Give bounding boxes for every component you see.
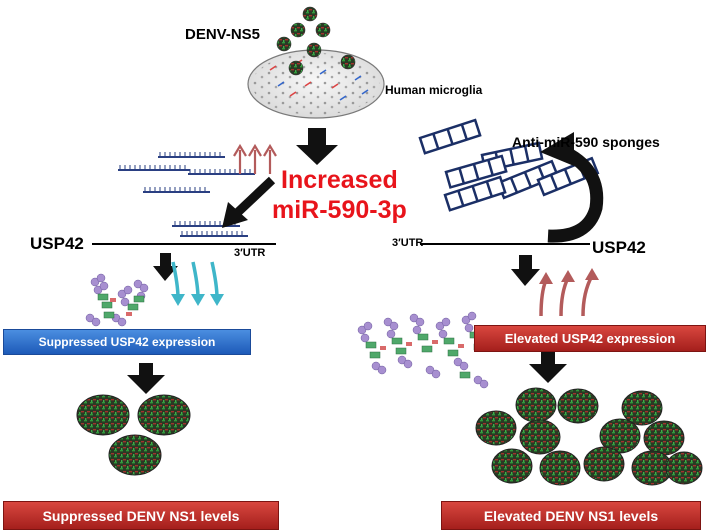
curved-sponge-arrow bbox=[540, 132, 604, 243]
down-arrow-left-gene bbox=[153, 253, 178, 281]
utr-label-right: 3′UTR bbox=[392, 237, 424, 249]
usp42-protein-left bbox=[85, 273, 149, 327]
denv-virus-particles bbox=[276, 6, 356, 76]
suppression-arrows bbox=[171, 261, 224, 306]
down-arrow-right-ns1 bbox=[529, 352, 567, 383]
increase-arrows bbox=[233, 143, 277, 174]
ns1-virions-right bbox=[475, 387, 703, 486]
elevated-expression-box: Elevated USP42 expression bbox=[474, 325, 706, 352]
gene-label-left: USP42 bbox=[30, 234, 84, 253]
anti-mir-sponges bbox=[418, 118, 600, 212]
cell-label: Human microglia bbox=[385, 83, 483, 97]
suppressed-ns1-box: Suppressed DENV NS1 levels bbox=[3, 501, 279, 530]
down-arrow-left-ns1 bbox=[127, 363, 165, 394]
down-arrow-right-gene bbox=[511, 255, 540, 286]
virus-label: DENV-NS5 bbox=[185, 26, 261, 43]
microglia-cell bbox=[247, 49, 385, 119]
mirna-strands-left bbox=[118, 152, 255, 237]
gene-label-right: USP42 bbox=[592, 238, 646, 257]
diagonal-arrow-to-utr bbox=[222, 176, 276, 228]
elevation-arrows bbox=[539, 268, 599, 317]
usp42-protein-right bbox=[357, 311, 489, 389]
ns1-virions-left bbox=[76, 394, 191, 476]
increased-label-line1: Increased bbox=[281, 166, 398, 194]
increased-label-line2: miR-590-3p bbox=[272, 196, 407, 224]
elevated-ns1-box: Elevated DENV NS1 levels bbox=[441, 501, 701, 530]
suppressed-expression-box: Suppressed USP42 expression bbox=[3, 329, 251, 355]
sponge-label: Anti-miR-590 sponges bbox=[512, 134, 660, 150]
utr-label-left: 3′UTR bbox=[234, 247, 266, 259]
down-arrow-from-cell bbox=[296, 128, 338, 165]
